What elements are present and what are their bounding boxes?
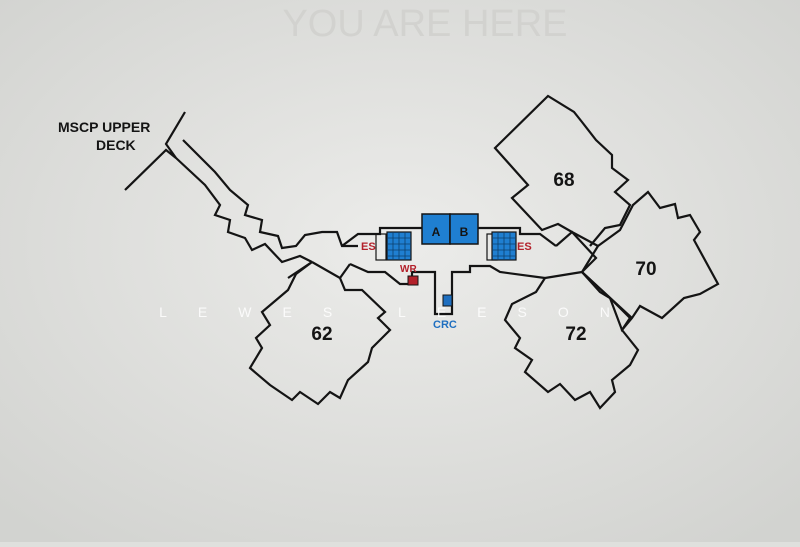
escalator-left: ES (361, 231, 412, 261)
washroom-marker[interactable] (407, 275, 419, 286)
walkway-outline (124, 94, 720, 410)
escalator-left-label: ES (361, 241, 376, 253)
lift-core: A B (421, 213, 479, 245)
lift-a-label: A (432, 225, 441, 239)
escalator-right-label: ES (517, 241, 532, 253)
you-are-here-header: YOU ARE HERE (282, 3, 567, 45)
crc-label: CRC (433, 319, 457, 331)
block-62-label[interactable]: 62 (311, 324, 332, 345)
lift-b-box[interactable] (449, 213, 479, 245)
escalator-right: ES (486, 231, 532, 261)
crc-marker[interactable] (442, 294, 453, 307)
mscp-label-line2: DECK (96, 137, 136, 153)
block-72-label[interactable]: 72 (565, 324, 586, 345)
washroom-label: WR (400, 264, 417, 275)
block-68-label[interactable]: 68 (553, 170, 574, 191)
lift-b-label: B (460, 225, 469, 239)
watermark-text: LEWES LEESON (159, 304, 641, 320)
block-70-label[interactable]: 70 (635, 259, 656, 280)
mscp-label-line1: MSCP UPPER (58, 119, 150, 135)
